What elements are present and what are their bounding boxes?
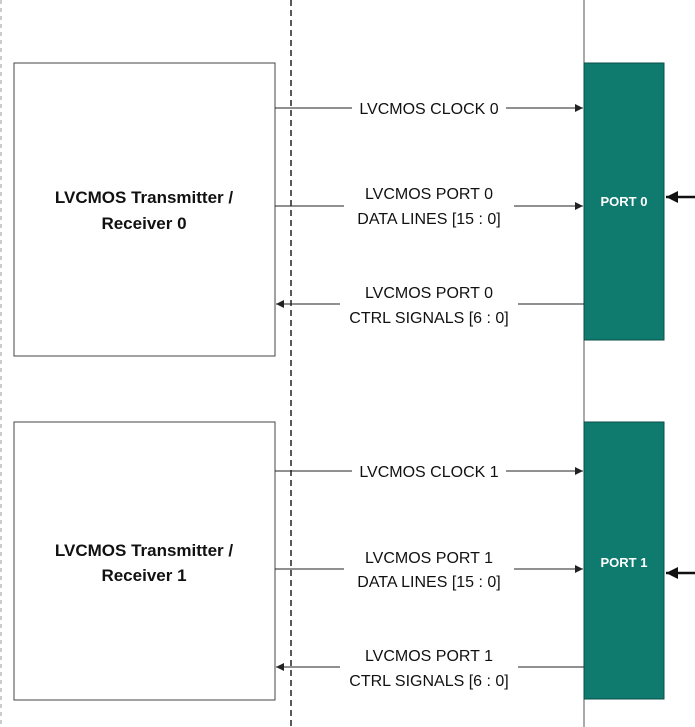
transceiver-box-1 (13, 421, 276, 701)
ctrl-label-0-line2: CTRL SIGNALS [6 : 0] (349, 310, 508, 327)
transceiver-title-1-line2: Receiver 1 (101, 566, 186, 585)
transceiver-title-0-line1: LVCMOS Transmitter / (55, 188, 233, 207)
port-label-0: PORT 0 (601, 194, 648, 209)
transceiver-box-0 (13, 62, 276, 357)
clock-label-1: LVCMOS CLOCK 1 (359, 464, 498, 481)
ctrl-label-1-bg (340, 643, 518, 691)
port-box-1 (583, 421, 665, 700)
transceiver-title-0-line2: Receiver 0 (101, 214, 186, 233)
ctrl-label-1-line1: LVCMOS PORT 1 (365, 648, 493, 665)
block-1: LVCMOS Transmitter / Receiver 1 PORT 1 L… (13, 421, 695, 701)
data-label-0-line2: DATA LINES [15 : 0] (357, 211, 500, 228)
port-label-1: PORT 1 (601, 555, 648, 570)
ctrl-label-0-line1: LVCMOS PORT 0 (365, 285, 493, 302)
ctrl-label-0-bg (340, 280, 518, 328)
data-label-1-line2: DATA LINES [15 : 0] (357, 574, 500, 591)
data-label-1-line1: LVCMOS PORT 1 (365, 550, 493, 567)
block-0: LVCMOS Transmitter / Receiver 0 PORT 0 L… (13, 62, 695, 357)
data-label-0-line1: LVCMOS PORT 0 (365, 186, 493, 203)
data-label-1-bg (344, 545, 514, 593)
port-box-0 (583, 62, 665, 341)
transceiver-title-1-line1: LVCMOS Transmitter / (55, 541, 233, 560)
clock-label-0: LVCMOS CLOCK 0 (359, 101, 498, 118)
ctrl-label-1-line2: CTRL SIGNALS [6 : 0] (349, 673, 508, 690)
data-label-0-bg (344, 182, 514, 230)
